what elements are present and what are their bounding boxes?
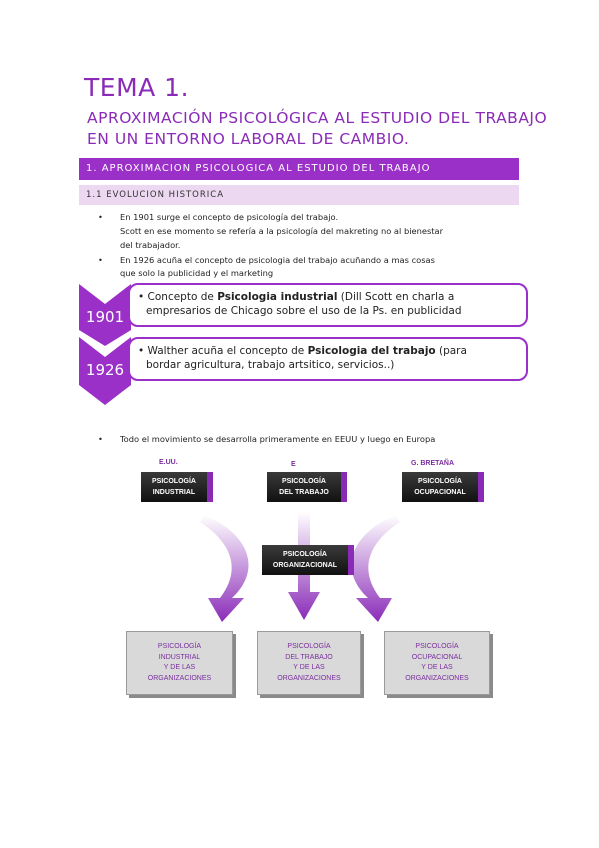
box-line: PSICOLOGÍA: [152, 478, 196, 485]
diagram-label-eeuu: E.UU.: [159, 459, 178, 466]
bullet-2-line-2: que solo la publicidad y el marketing: [120, 268, 274, 278]
box-line: PSICOLOGÍA: [283, 551, 327, 558]
box-line: OCUPACIONAL: [411, 653, 463, 661]
diagram-label-e: E: [291, 461, 296, 468]
timeline-year: 1901: [85, 308, 125, 326]
timeline-text-bold: Psicologia industrial: [217, 291, 338, 303]
timeline-text-line-1: • Walther acuña el concepto de Psicologi…: [138, 344, 518, 358]
box-line: PSICOLOGÍA: [415, 643, 459, 650]
box-line: PSICOLOGÍA: [157, 643, 202, 650]
timeline-chevron-1901: 1901: [79, 284, 131, 346]
box-line: Y DE LAS: [163, 664, 196, 671]
box-psicologia-industrial: PSICOLOGÍA INDUSTRIAL: [141, 472, 213, 502]
timeline-box-1901: • Concepto de Psicologia industrial (Dil…: [128, 283, 528, 327]
box-line: PSICOLOGÍA: [282, 478, 326, 485]
bullet-2-line-1: En 1926 acuña el concepto de psicologia …: [120, 255, 435, 265]
box-line: Y DE LAS: [293, 664, 325, 671]
timeline-text-bold: Psicologia del trabajo: [307, 345, 436, 357]
box-line: DEL TRABAJO: [285, 653, 333, 661]
bullet-3-text: Todo el movimiento se desarrolla primera…: [120, 434, 436, 444]
box-line: OCUPACIONAL: [414, 489, 466, 496]
box-line: DEL TRABAJO: [279, 489, 329, 496]
box-trabajo-organizaciones: PSICOLOGÍA DEL TRABAJO Y DE LAS ORGANIZA…: [257, 631, 361, 695]
timeline-chevron-1926: 1926: [79, 337, 131, 405]
timeline-text-post: (Dill Scott en charla a: [337, 291, 455, 303]
timeline-text-line-2: bordar agricultura, trabajo artsitico, s…: [146, 359, 395, 371]
right-curved-arrow: [351, 515, 400, 622]
timeline-text-line-1: • Concepto de Psicologia industrial (Dil…: [138, 290, 518, 304]
diagram-label-gbretana: G. BRETAÑA: [411, 460, 455, 467]
bullet-dot: •: [98, 212, 103, 222]
section-heading-1-1: 1.1 EVOLUCION HISTORICA: [79, 185, 519, 205]
timeline-text-pre: • Walther acuña el concepto de: [138, 345, 308, 357]
box-psicologia-ocupacional: PSICOLOGÍA OCUPACIONAL: [402, 472, 484, 502]
chevron-shape: [79, 284, 131, 346]
bullet-dot: •: [98, 434, 103, 444]
timeline-year: 1926: [85, 361, 125, 379]
box-line: PSICOLOGÍA: [418, 478, 462, 485]
page-title: TEMA 1.: [84, 73, 190, 102]
box-line: PSICOLOGÍA: [287, 643, 331, 650]
box-line: ORGANIZACIONES: [405, 674, 469, 682]
bullet-dot: •: [98, 255, 103, 265]
timeline-box-1926: • Walther acuña el concepto de Psicologi…: [128, 337, 528, 381]
bullet-1-line-1: En 1901 surge el concepto de psicología …: [120, 212, 339, 222]
box-ocupacional-organizaciones: PSICOLOGÍA OCUPACIONAL Y DE LAS ORGANIZA…: [384, 631, 490, 695]
timeline-text-pre: • Concepto de: [138, 291, 218, 303]
timeline-text-line-2: empresarios de Chicago sobre el uso de l…: [146, 305, 462, 317]
box-line: ORGANIZACIONES: [277, 674, 341, 682]
box-line: ORGANIZACIONES: [147, 674, 212, 682]
box-line: INDUSTRIAL: [158, 653, 201, 661]
page-subtitle: APROXIMACIÓN PSICOLÓGICA AL ESTUDIO DEL …: [87, 109, 548, 148]
box-industrial-organizaciones: PSICOLOGÍA INDUSTRIAL Y DE LAS ORGANIZAC…: [126, 631, 233, 695]
box-line: ORGANIZACIONAL: [272, 562, 338, 569]
timeline-text-post: (para: [435, 345, 467, 357]
left-curved-arrow: [200, 515, 249, 622]
box-psicologia-organizacional: PSICOLOGÍA ORGANIZACIONAL: [262, 545, 354, 575]
box-psicologia-del-trabajo: PSICOLOGÍA DEL TRABAJO: [267, 472, 347, 502]
chevron-shape: [79, 337, 131, 405]
section-heading-1: 1. APROXIMACION PSICOLOGICA AL ESTUDIO D…: [79, 158, 519, 180]
bullet-1-line-2: Scott en ese momento se refería a la psi…: [120, 226, 444, 236]
box-line: Y DE LAS: [421, 664, 453, 671]
bullet-1-line-3: del trabajador.: [120, 240, 181, 250]
box-line: INDUSTRIAL: [152, 489, 196, 496]
